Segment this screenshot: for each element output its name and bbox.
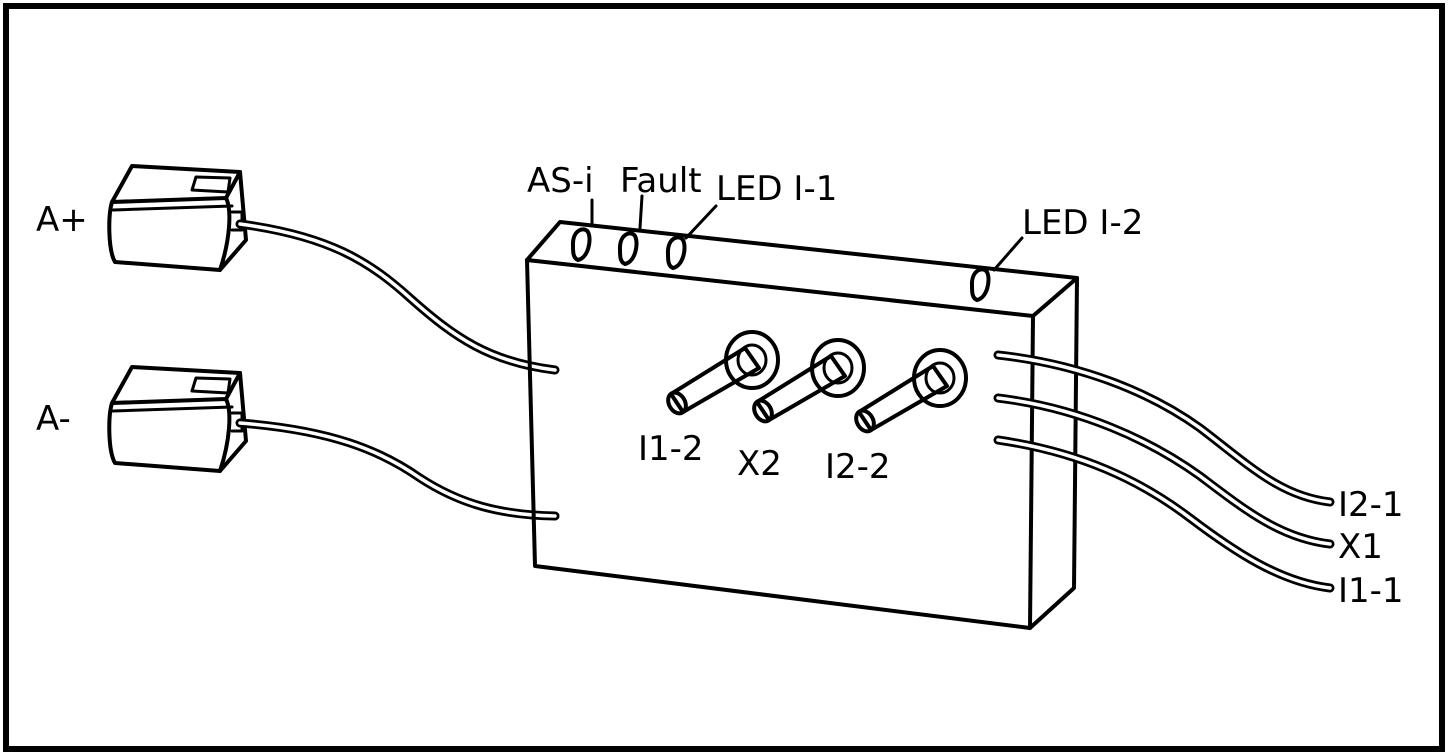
cable-i1-1 bbox=[993, 435, 1335, 593]
pin-x2 bbox=[752, 338, 866, 424]
led-i2 bbox=[969, 267, 991, 302]
leader-led-i2 bbox=[992, 236, 1024, 272]
cable-x1 bbox=[993, 393, 1335, 549]
label-x1: X1 bbox=[1338, 527, 1383, 567]
pin-i2-2 bbox=[854, 348, 968, 434]
module-housing bbox=[525, 220, 1079, 630]
pin-i1-2 bbox=[666, 330, 780, 416]
led-fault bbox=[617, 231, 639, 266]
label-i1-2: I1-2 bbox=[638, 429, 704, 469]
cable-i2-1 bbox=[993, 350, 1335, 507]
cable-a-minus bbox=[235, 418, 560, 521]
label-x2: X2 bbox=[737, 444, 782, 484]
leader-fault bbox=[638, 194, 644, 230]
connector-a-plus bbox=[107, 164, 248, 272]
label-as-i: AS-i bbox=[527, 161, 594, 201]
label-i2-2: I2-2 bbox=[825, 447, 891, 487]
led-i1 bbox=[665, 235, 687, 270]
cable-a-plus bbox=[235, 219, 560, 375]
led-as-i bbox=[570, 227, 592, 262]
connector-a-minus bbox=[107, 365, 248, 473]
label-fault: Fault bbox=[620, 161, 702, 201]
label-a-plus: A+ bbox=[36, 200, 88, 240]
diagram-frame bbox=[3, 3, 1445, 752]
label-led-i1: LED I-1 bbox=[716, 169, 837, 209]
label-i1-1: I1-1 bbox=[1338, 571, 1404, 611]
label-i2-1: I2-1 bbox=[1338, 485, 1404, 525]
label-led-i2: LED I-2 bbox=[1022, 203, 1143, 243]
label-a-minus: A- bbox=[36, 399, 71, 439]
leader-led-i1 bbox=[684, 204, 718, 240]
